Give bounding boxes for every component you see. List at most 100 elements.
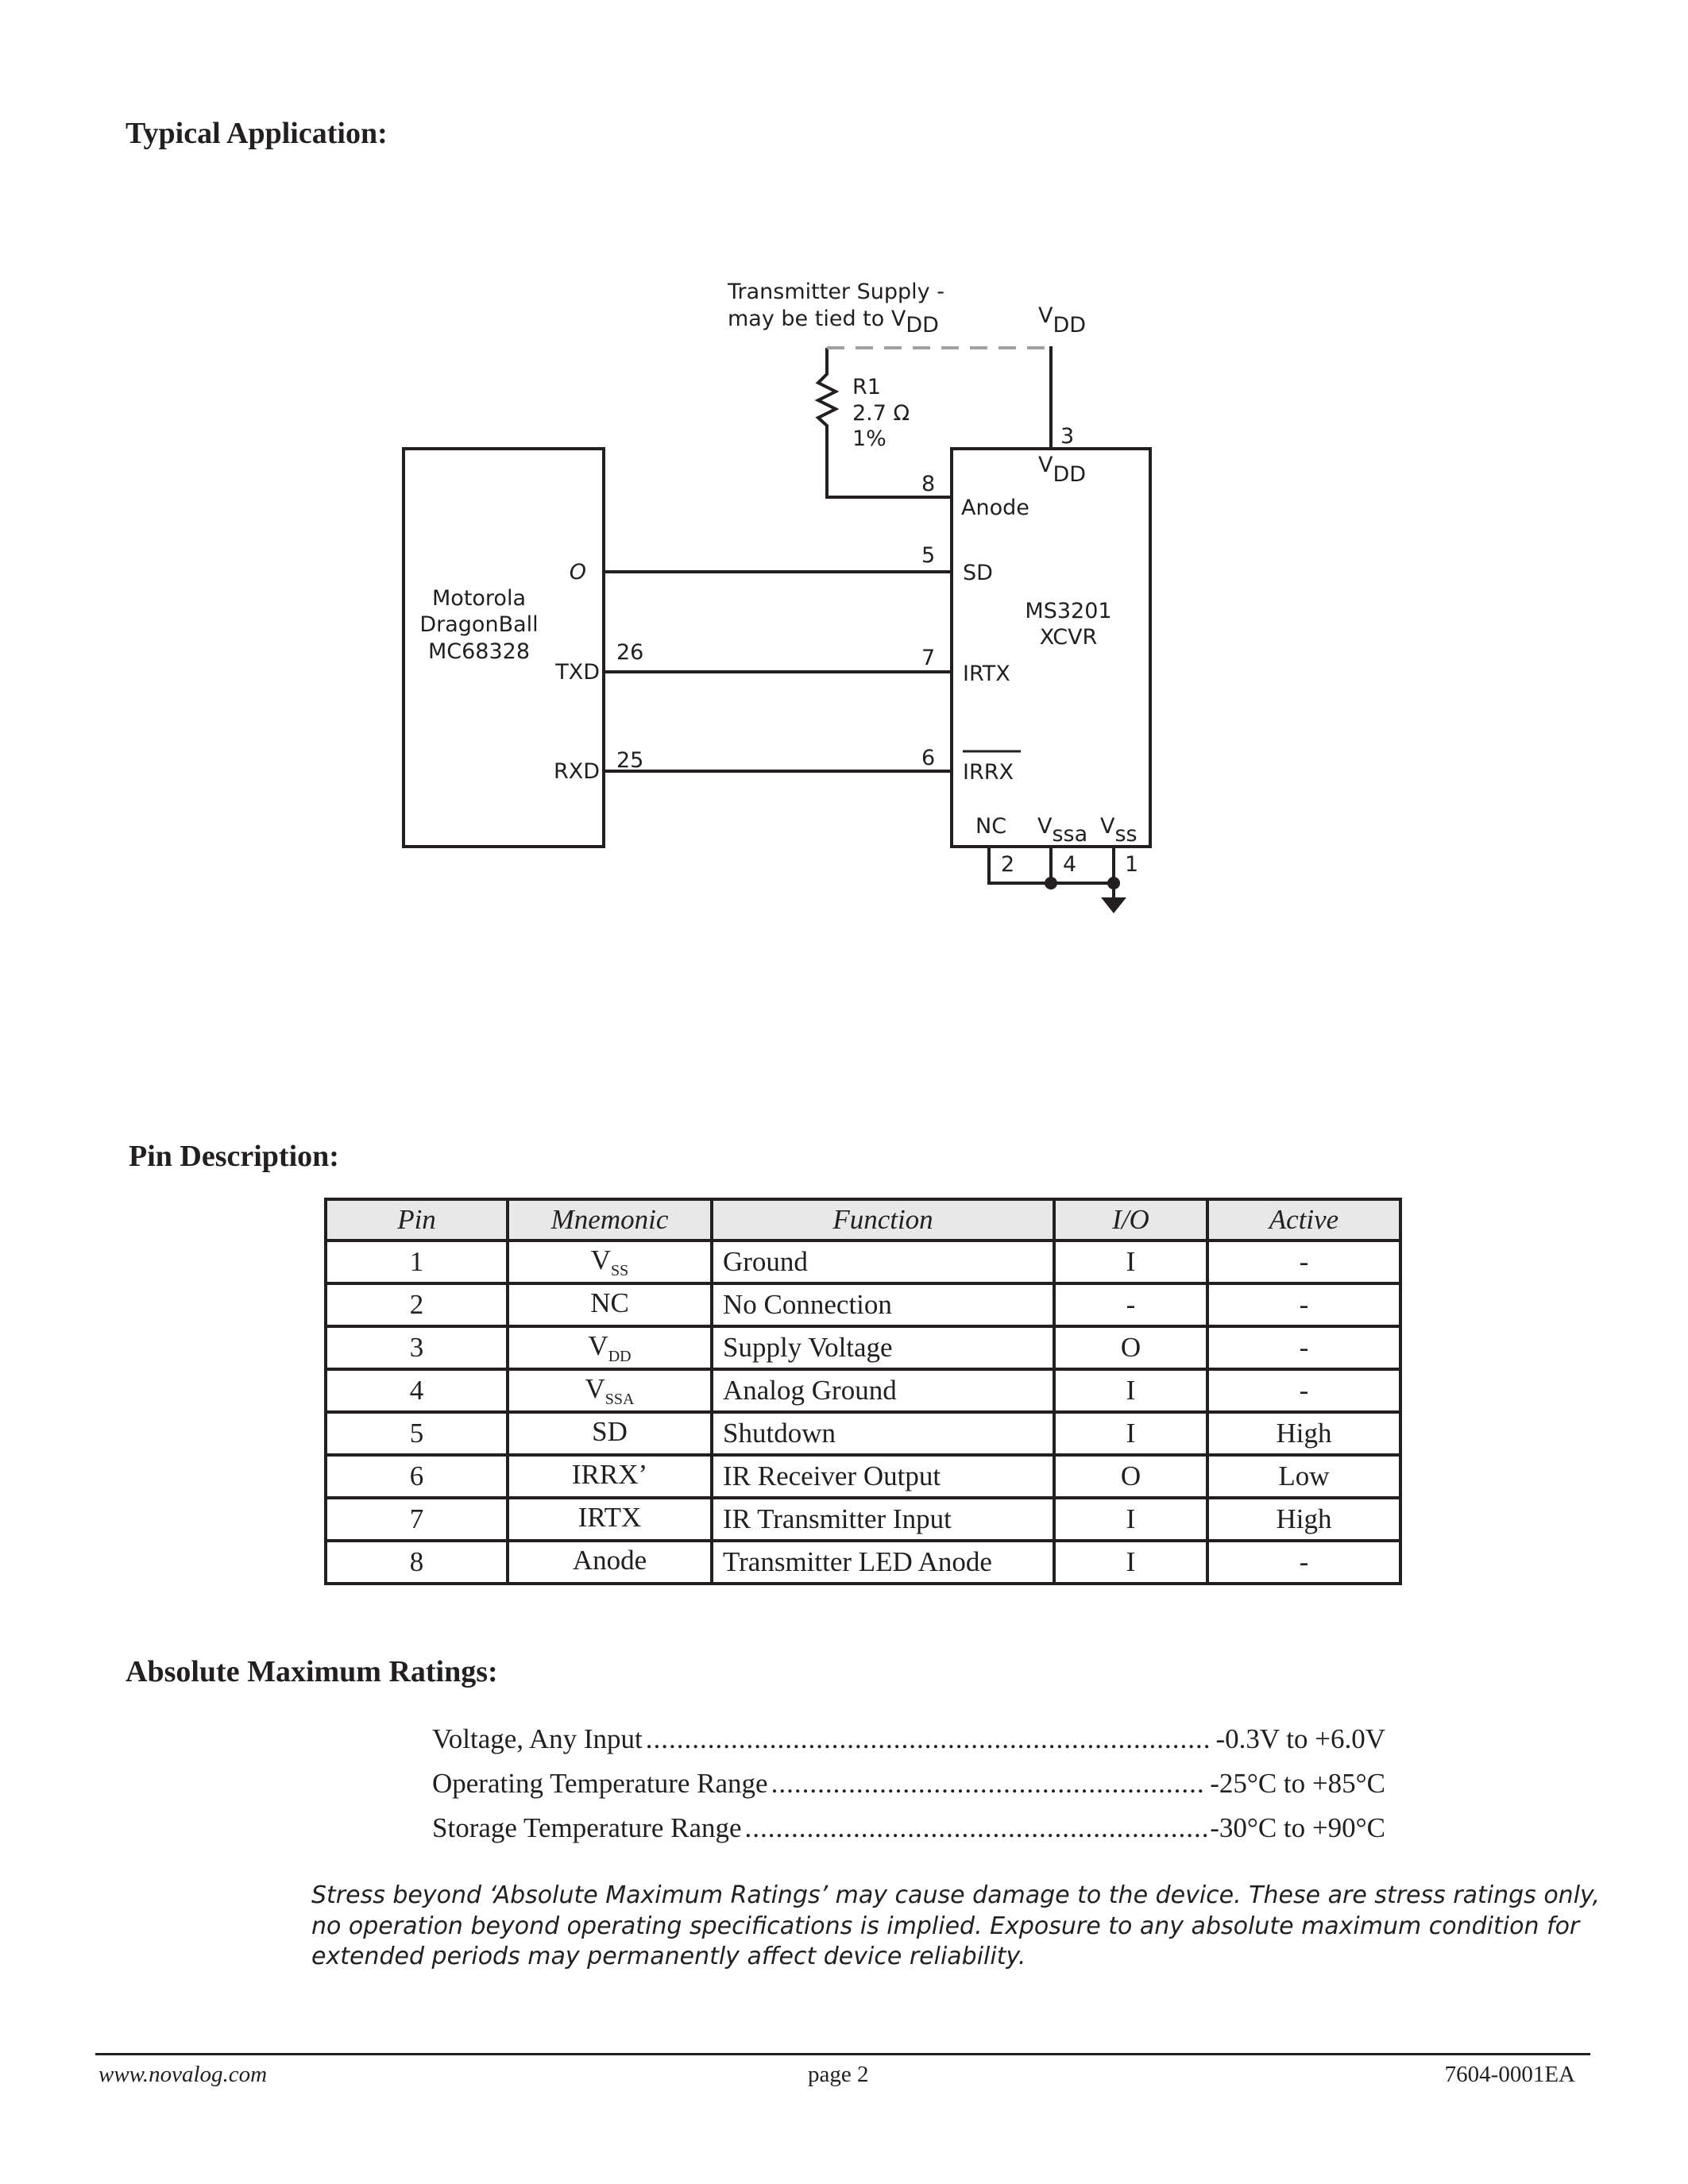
- pin-label: NC: [975, 814, 1006, 839]
- cell-pin: 6: [324, 1453, 509, 1499]
- junction-dot: [1045, 877, 1057, 889]
- col-header: I/O: [1053, 1198, 1209, 1242]
- cell-io: I: [1053, 1410, 1209, 1457]
- vdd-label: VDD: [1038, 303, 1086, 338]
- cell-function: IR Receiver Output: [710, 1453, 1056, 1499]
- pin-label: TXD: [554, 660, 600, 685]
- table-row: 2 NC No Connection - -: [324, 1282, 1402, 1328]
- cell-io: I: [1053, 1539, 1209, 1585]
- cell-mnemonic: SD: [506, 1410, 713, 1457]
- supply-note: may be tied to VDD: [728, 307, 939, 338]
- rating-line: Operating Temperature Range -25°C to +85°…: [432, 1768, 1385, 1800]
- stress-note: Stress beyond ‘Absolute Maximum Ratings’…: [311, 1881, 1600, 1970]
- pin-number: 26: [616, 640, 643, 665]
- cell-active: Low: [1206, 1453, 1402, 1499]
- junction-dot: [1107, 877, 1120, 889]
- rating-label: Storage Temperature Range: [432, 1812, 742, 1843]
- footer-page-number: page 2: [808, 2062, 869, 2087]
- xcvr-label: XCVR: [1040, 625, 1098, 650]
- cell-active: -: [1206, 1325, 1402, 1371]
- cell-active: -: [1206, 1539, 1402, 1585]
- col-header: Mnemonic: [506, 1198, 713, 1242]
- vdd-label: VDD: [1038, 453, 1086, 487]
- pin-label: IRRX: [963, 760, 1014, 785]
- cell-io: I: [1053, 1368, 1209, 1414]
- cell-mnemonic: Anode: [506, 1539, 713, 1585]
- pin-label: Anode: [961, 496, 1029, 520]
- ground-wires: [987, 847, 1114, 885]
- mcu-block: [402, 447, 605, 848]
- cell-function: Shutdown: [710, 1410, 1056, 1457]
- pin-number: 7: [921, 646, 935, 670]
- cell-mnemonic: VDD: [506, 1325, 713, 1371]
- r1-tolerance: 1%: [852, 426, 886, 451]
- pin-number: 3: [1060, 424, 1074, 449]
- cell-pin: 2: [324, 1282, 509, 1328]
- leader-dots: [646, 1723, 1213, 1755]
- pin-number: 2: [1001, 852, 1014, 877]
- col-header: Active: [1206, 1198, 1402, 1242]
- pin-label: O: [570, 560, 586, 585]
- pin-number: 6: [921, 746, 935, 770]
- cell-pin: 4: [324, 1368, 509, 1414]
- cell-pin: 5: [324, 1410, 509, 1457]
- cell-pin: 8: [324, 1539, 509, 1585]
- table-row: 6 IRRX’ IR Receiver Output O Low: [324, 1453, 1402, 1499]
- r1-value: 2.7 Ω: [852, 401, 910, 426]
- xcvr-label: MS3201: [1025, 599, 1111, 623]
- section-title-typical-application: Typical Application:: [126, 117, 388, 150]
- mcu-label: MC68328: [428, 639, 530, 664]
- pin-number: 25: [616, 748, 643, 773]
- mcu-label: Motorola: [432, 586, 526, 611]
- cell-active: High: [1206, 1410, 1402, 1457]
- rating-label: Voltage, Any Input: [432, 1723, 643, 1754]
- pin-label: RXD: [554, 759, 600, 784]
- cell-mnemonic: VSS: [506, 1239, 713, 1285]
- rating-value: -25°C to +85°C: [1210, 1768, 1385, 1799]
- footer-doc-number: 7604-0001EA: [1444, 2062, 1575, 2087]
- pin-description-table: Pin Mnemonic Function I/O Active 1 VSS G…: [324, 1198, 1402, 1585]
- rating-label: Operating Temperature Range: [432, 1768, 768, 1799]
- cell-active: High: [1206, 1496, 1402, 1542]
- leader-dots: [771, 1768, 1207, 1800]
- r1-name: R1: [852, 375, 881, 399]
- supply-note: Transmitter Supply -: [727, 280, 944, 304]
- section-title-absolute-max: Absolute Maximum Ratings:: [126, 1655, 498, 1688]
- cell-function: Supply Voltage: [710, 1325, 1056, 1371]
- cell-function: Analog Ground: [710, 1368, 1056, 1414]
- rating-value: -30°C to +90°C: [1210, 1812, 1385, 1843]
- cell-io: I: [1053, 1239, 1209, 1285]
- table-row: 4 VSSA Analog Ground I -: [324, 1368, 1402, 1414]
- pin-number: 8: [921, 472, 935, 496]
- typical-application-schematic: Transmitter Supply - may be tied to VDD …: [402, 280, 1152, 913]
- pin-label: Vss: [1100, 814, 1138, 847]
- pin-number: 5: [921, 543, 935, 568]
- table-row: 3 VDD Supply Voltage O -: [324, 1325, 1402, 1371]
- cell-mnemonic: IRRX’: [506, 1453, 713, 1499]
- rating-line: Storage Temperature Range -30°C to +90°C: [432, 1812, 1385, 1844]
- cell-mnemonic: VSSA: [506, 1368, 713, 1414]
- footer-website[interactable]: www.novalog.com: [98, 2062, 268, 2087]
- rating-line: Voltage, Any Input-0.3V to +6.0V: [432, 1723, 1385, 1755]
- cell-function: Transmitter LED Anode: [710, 1539, 1056, 1585]
- cell-function: IR Transmitter Input: [710, 1496, 1056, 1542]
- pin-number: 1: [1125, 852, 1138, 877]
- pin-label: IRTX: [963, 662, 1010, 686]
- cell-active: -: [1206, 1282, 1402, 1328]
- ground-icon: [1101, 897, 1126, 913]
- cell-function: No Connection: [710, 1282, 1056, 1328]
- table-row: 1 VSS Ground I -: [324, 1239, 1402, 1285]
- pin-number: 4: [1063, 852, 1076, 877]
- cell-mnemonic: IRTX: [506, 1496, 713, 1542]
- col-header: Pin: [324, 1198, 509, 1242]
- mcu-label: DragonBall: [419, 612, 538, 637]
- cell-io: I: [1053, 1496, 1209, 1542]
- cell-pin: 3: [324, 1325, 509, 1371]
- cell-active: -: [1206, 1368, 1402, 1414]
- col-header: Function: [710, 1198, 1056, 1242]
- cell-io: O: [1053, 1325, 1209, 1371]
- cell-io: O: [1053, 1453, 1209, 1499]
- cell-mnemonic: NC: [506, 1282, 713, 1328]
- cell-active: -: [1206, 1239, 1402, 1285]
- cell-pin: 1: [324, 1239, 509, 1285]
